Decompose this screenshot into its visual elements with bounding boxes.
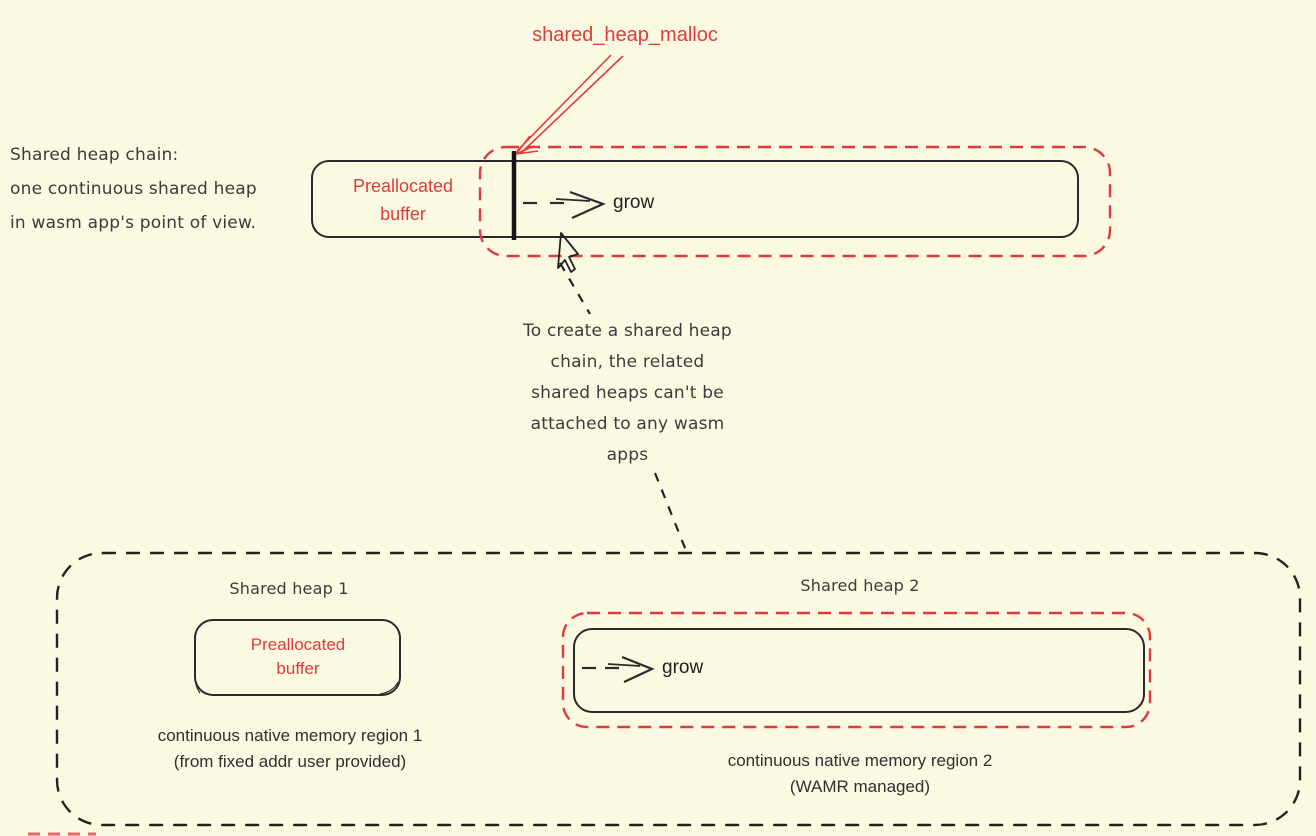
chain-bar-sketch-stroke [311, 213, 317, 233]
heap2-caption-line: (WAMR managed) [789, 777, 931, 796]
grow-arrow-bottom [582, 655, 655, 683]
connector-dashed-1 [559, 262, 591, 315]
heap-group-boundary [55, 551, 1302, 827]
arrow-head [569, 190, 606, 220]
create-note-line: apps [606, 445, 649, 465]
chain-note-line: Shared heap chain: [10, 145, 179, 165]
chain-note-line: one continuous shared heap [10, 179, 257, 199]
heap1-buffer-line: buffer [276, 659, 320, 678]
heap1-box [194, 619, 401, 696]
chain-red-dashed-boundary [478, 145, 1112, 258]
heap1-caption-line: (from fixed addr user provided) [173, 752, 407, 771]
heap2-caption: continuous native memory region 2 (WAMR … [655, 748, 1065, 800]
create-note-line: chain, the related [550, 352, 705, 372]
preallocated-label-top: Preallocated buffer [322, 172, 484, 228]
grow-label-bottom: grow [662, 657, 704, 678]
grow-arrow-top [523, 190, 606, 220]
malloc-label: shared_heap_malloc [532, 24, 718, 46]
grow-label-top: grow [613, 192, 655, 213]
preallocated-label-line: buffer [380, 204, 426, 224]
create-note: To create a shared heap chain, the relat… [455, 316, 800, 471]
heap1-title: Shared heap 1 [229, 579, 349, 598]
heap2-caption-line: continuous native memory region 2 [727, 751, 993, 770]
create-note-line: attached to any wasm [530, 414, 725, 434]
heap1-buffer-label: Preallocated buffer [196, 633, 400, 681]
create-note-line: To create a shared heap [523, 321, 732, 341]
heap1-buffer-line: Preallocated [250, 635, 346, 654]
heap1-caption: continuous native memory region 1 (from … [110, 723, 470, 775]
heap2-red-dashed-boundary [561, 611, 1152, 729]
create-note-line: shared heaps can't be [531, 383, 724, 403]
chain-note: Shared heap chain: one continuous shared… [10, 138, 320, 240]
heap1-box-sketch-stroke [194, 677, 399, 695]
heap2-box [573, 628, 1145, 713]
heap1-caption-line: continuous native memory region 1 [157, 726, 423, 745]
heap2-title: Shared heap 2 [800, 576, 920, 595]
chain-note-line: in wasm app's point of view. [10, 213, 257, 233]
cursor-icon [557, 232, 579, 273]
preallocated-label-line: Preallocated [352, 176, 454, 196]
malloc-arrow [515, 54, 624, 155]
connector-dashed-2 [653, 472, 689, 554]
arrow-head [621, 655, 655, 683]
chain-bar-outline [311, 160, 1079, 238]
